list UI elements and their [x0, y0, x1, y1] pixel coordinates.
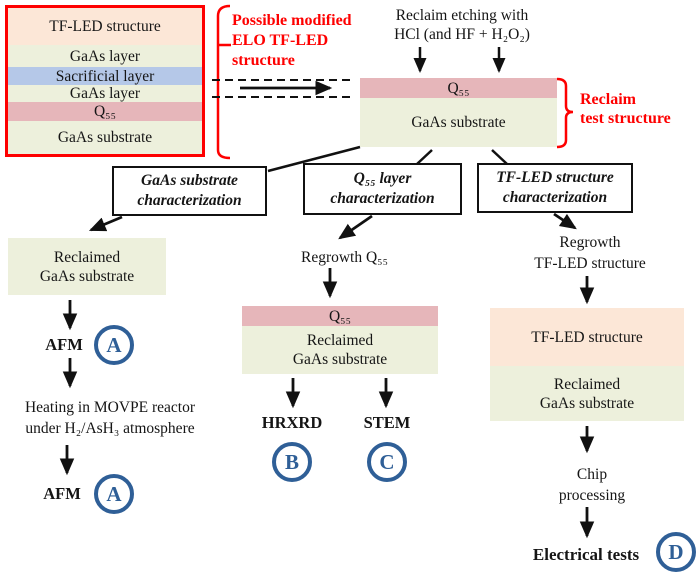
right-layer-reclaimed-substrate: Reclaimed GaAs substrate [490, 366, 684, 421]
fan-line-tfled [491, 149, 508, 165]
layer-tfled-structure: TF-LED structure [8, 8, 202, 45]
mid-layer-q55: Q₅₅ [242, 306, 438, 326]
possible-modified-label: Possible modified ELO TF-LED structure [232, 12, 352, 69]
afm-label-1: AFM [45, 335, 83, 354]
reclaim-layer-q55: Q₅₅ [360, 78, 557, 98]
regrowth-q55-label: Regrowth Q₅₅ [300, 249, 388, 266]
characterization-box-gaas-substrate: GaAs substrate characterization [112, 166, 267, 216]
arrow-box2-to-regrowth [338, 214, 373, 240]
reclaim-etching-label: Reclaim etching with HCl (and HF + H₂O₂) [394, 7, 530, 43]
reclaim-test-brace [556, 77, 574, 149]
afm-label-2: AFM [43, 484, 81, 503]
elo-tfled-stack: TF-LED structure GaAs layer Sacrificial … [5, 5, 205, 157]
badge-d: D [656, 532, 696, 572]
regrowth-q55-stack: Q₅₅ Reclaimed GaAs substrate [242, 306, 438, 374]
badge-b: B [272, 442, 312, 482]
layer-sacrificial: Sacrificial layer [8, 67, 202, 85]
stem-label: STEM [363, 413, 411, 432]
electrical-tests-label: Electrical tests [532, 545, 640, 564]
reclaim-test-stack: Q₅₅ GaAs substrate [360, 78, 557, 147]
fan-line-q55 [416, 149, 433, 165]
layer-gaas-substrate: GaAs substrate [8, 121, 202, 154]
chip-processing-label: Chip processing [558, 466, 626, 504]
arrow-box1-to-substrate [88, 215, 123, 232]
hrxrd-label: HRXRD [261, 413, 323, 432]
regrowth-tfled-label: Regrowth TF-LED structure [534, 234, 646, 272]
characterization-box-q55-layer: Q₅₅ layer characterization [303, 163, 462, 215]
layer-gaas-bottom: GaAs layer [8, 85, 202, 102]
heating-movpe-label: Heating in MOVPE reactor under H₂/AsH₃ a… [24, 399, 196, 437]
badge-a-1: A [94, 325, 134, 365]
badge-c: C [367, 442, 407, 482]
reclaim-layer-gaas-substrate: GaAs substrate [360, 98, 557, 147]
arrow-box3-to-regrowth [553, 212, 577, 230]
regrowth-tfled-stack: TF-LED structure Reclaimed GaAs substrat… [490, 308, 684, 421]
mid-layer-reclaimed-substrate: Reclaimed GaAs substrate [242, 326, 438, 374]
right-layer-tfled-structure: TF-LED structure [490, 308, 684, 366]
layer-q55: Q₅₅ [8, 102, 202, 121]
reclaim-test-label: Reclaim test structure [580, 91, 671, 127]
characterization-box-tfled-structure: TF-LED structure characterization [477, 163, 633, 213]
layer-gaas-top: GaAs layer [8, 45, 202, 67]
badge-a-2: A [94, 474, 134, 514]
reclaimed-gaas-substrate-box: Reclaimed GaAs substrate [8, 238, 166, 295]
modified-structure-brace [216, 4, 231, 160]
